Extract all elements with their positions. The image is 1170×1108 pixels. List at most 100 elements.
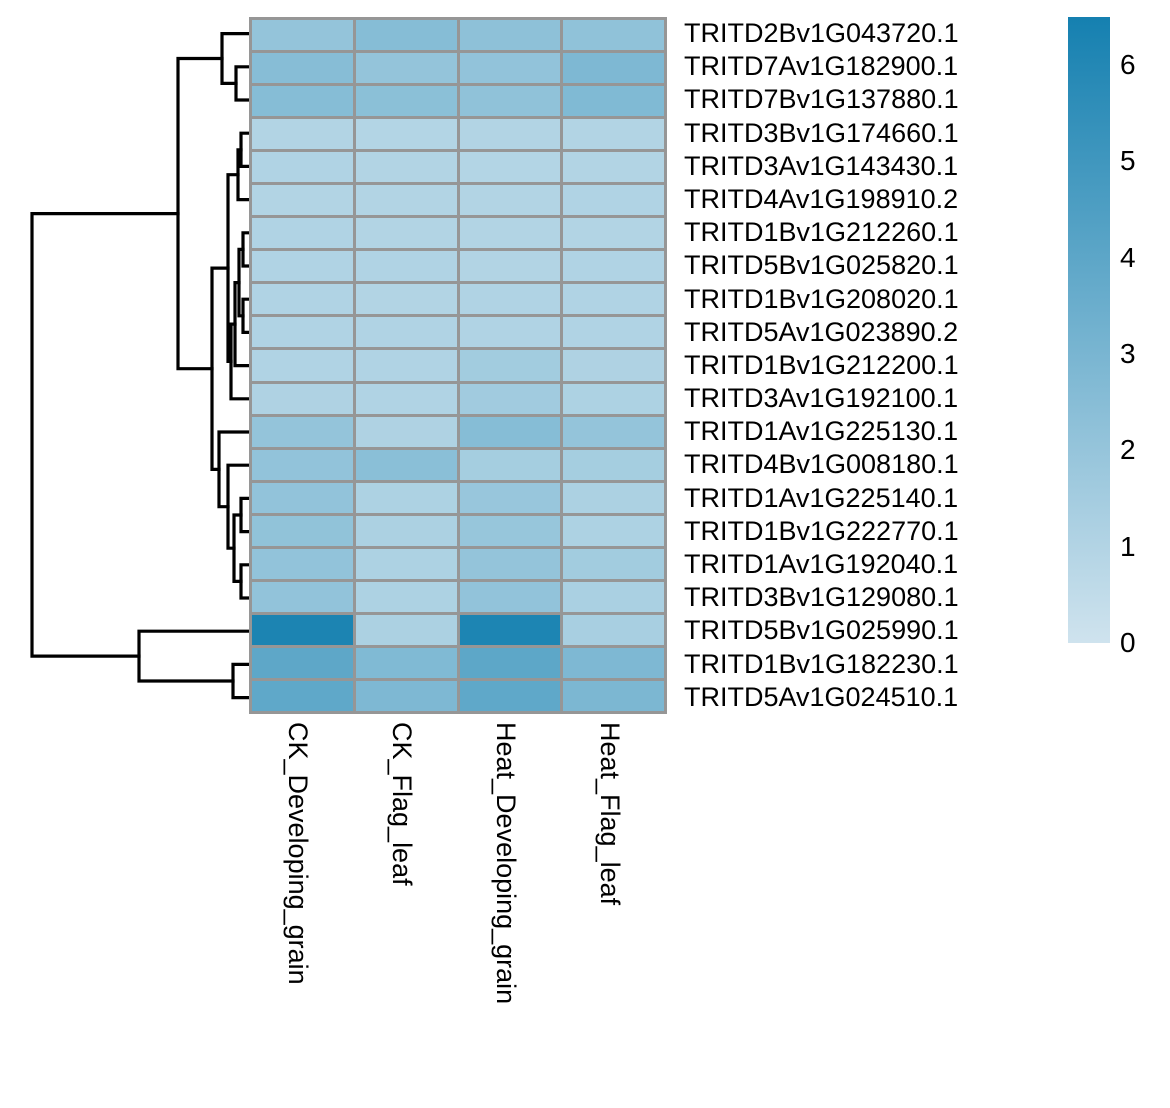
heatmap-cell <box>563 218 664 249</box>
row-label: TRITD3Av1G143430.1 <box>684 150 959 181</box>
colorbar-tick-label: 4 <box>1120 241 1136 273</box>
heatmap-cell <box>459 185 561 216</box>
heatmap-cell <box>459 317 561 348</box>
row-dendrogram <box>30 32 250 700</box>
row-label: TRITD1Av1G192040.1 <box>684 549 959 579</box>
row-label: TRITD1Av1G225130.1 <box>684 416 959 447</box>
heatmap-cell <box>563 20 664 51</box>
heatmap-cell <box>459 416 561 447</box>
heatmap-cell <box>355 185 457 216</box>
heatmap-cell <box>563 317 664 348</box>
heatmap-cell <box>252 647 353 678</box>
heatmap-cell <box>563 647 664 678</box>
heatmap-cell <box>563 284 664 315</box>
heatmap-cell <box>459 680 561 711</box>
heatmap-cell <box>355 152 457 183</box>
heatmap-cell <box>459 383 561 414</box>
row-label: TRITD1Bv1G208020.1 <box>684 283 959 314</box>
heatmap-cell <box>459 449 561 480</box>
heatmap-cell <box>563 383 664 414</box>
heatmap-cell <box>252 119 353 150</box>
heatmap-cell <box>355 614 457 645</box>
heatmap-cell <box>459 251 561 282</box>
heatmap-cell <box>252 185 353 216</box>
heatmap-cell <box>459 614 561 645</box>
heatmap-cell <box>459 515 561 546</box>
column-label: CK_Flag_leaf <box>387 722 418 886</box>
row-label: TRITD1Av1G225140.1 <box>684 482 959 513</box>
heatmap-cell <box>459 548 561 579</box>
colorbar <box>1068 17 1110 643</box>
row-label: TRITD5Bv1G025820.1 <box>684 250 959 281</box>
heatmap-cell <box>252 284 353 315</box>
heatmap-cell <box>355 284 457 315</box>
row-label: TRITD3Bv1G129080.1 <box>684 582 959 613</box>
heatmap-cell <box>252 20 353 51</box>
row-label: TRITD7Av1G182900.1 <box>684 51 959 82</box>
heatmap-cell <box>355 317 457 348</box>
row-label: TRITD1Bv1G222770.1 <box>684 515 959 546</box>
heatmap-cell <box>355 53 457 84</box>
row-label: TRITD3Bv1G174660.1 <box>684 117 959 148</box>
heatmap-cell <box>459 284 561 315</box>
heatmap-cell <box>563 581 664 612</box>
heatmap-cell <box>459 86 561 117</box>
heatmap-cell <box>252 680 353 711</box>
colorbar-tick-label: 3 <box>1120 338 1136 370</box>
heatmap-cell <box>252 482 353 513</box>
row-label: TRITD5Av1G023890.2 <box>684 316 959 347</box>
heatmap-cell <box>355 20 457 51</box>
heatmap-cell <box>252 218 353 249</box>
heatmap-grid <box>249 17 667 714</box>
heatmap-cell <box>459 119 561 150</box>
row-label: TRITD4Bv1G008180.1 <box>684 449 959 480</box>
row-label: TRITD1Bv1G182230.1 <box>684 648 959 679</box>
heatmap-cell <box>459 581 561 612</box>
heatmap-cell <box>563 251 664 282</box>
column-label: Heat_Flag_leaf <box>594 722 625 906</box>
row-label: TRITD3Av1G192100.1 <box>684 383 959 414</box>
column-label: Heat_Developing_grain <box>490 722 521 1005</box>
heatmap-cell <box>563 680 664 711</box>
heatmap-cell <box>459 152 561 183</box>
heatmap-cell <box>459 218 561 249</box>
row-label: TRITD4Av1G198910.2 <box>684 183 959 214</box>
heatmap-cell <box>563 152 664 183</box>
colorbar-tick-label: 5 <box>1120 145 1136 177</box>
heatmap-cell <box>355 383 457 414</box>
heatmap-cell <box>355 548 457 579</box>
heatmap-cell <box>563 614 664 645</box>
heatmap-cell <box>252 251 353 282</box>
heatmap-cell <box>355 86 457 117</box>
heatmap-cell <box>459 53 561 84</box>
column-labels: CK_Developing_grain CK_Flag_leaf Heat_Deve… <box>249 722 667 1102</box>
heatmap-cell <box>563 119 664 150</box>
row-label: TRITD5Av1G024510.1 <box>684 681 959 712</box>
heatmap-cell <box>355 218 457 249</box>
row-label: TRITD7Bv1G137880.1 <box>684 84 959 115</box>
heatmap-cell <box>252 383 353 414</box>
heatmap-cell <box>355 581 457 612</box>
heatmap-cell <box>252 548 353 579</box>
colorbar-gradient <box>1068 17 1110 643</box>
heatmap-cell <box>252 515 353 546</box>
heatmap-cell <box>355 350 457 381</box>
heatmap-cell <box>459 647 561 678</box>
heatmap-cell <box>252 152 353 183</box>
heatmap-cell <box>355 119 457 150</box>
column-label: CK_Developing_grain <box>283 722 314 985</box>
heatmap-cell <box>355 416 457 447</box>
heatmap-cell <box>355 251 457 282</box>
heatmap-cell <box>355 647 457 678</box>
heatmap-cell <box>252 53 353 84</box>
row-label: TRITD1Bv1G212200.1 <box>684 349 959 380</box>
heatmap-cell <box>563 482 664 513</box>
heatmap-cell <box>355 449 457 480</box>
heatmap-cell <box>355 482 457 513</box>
heatmap-cell <box>252 449 353 480</box>
colorbar-tick-label: 2 <box>1120 434 1136 466</box>
heatmap-cell <box>563 449 664 480</box>
row-label: TRITD5Bv1G025990.1 <box>684 615 959 646</box>
heatmap-cell <box>252 581 353 612</box>
